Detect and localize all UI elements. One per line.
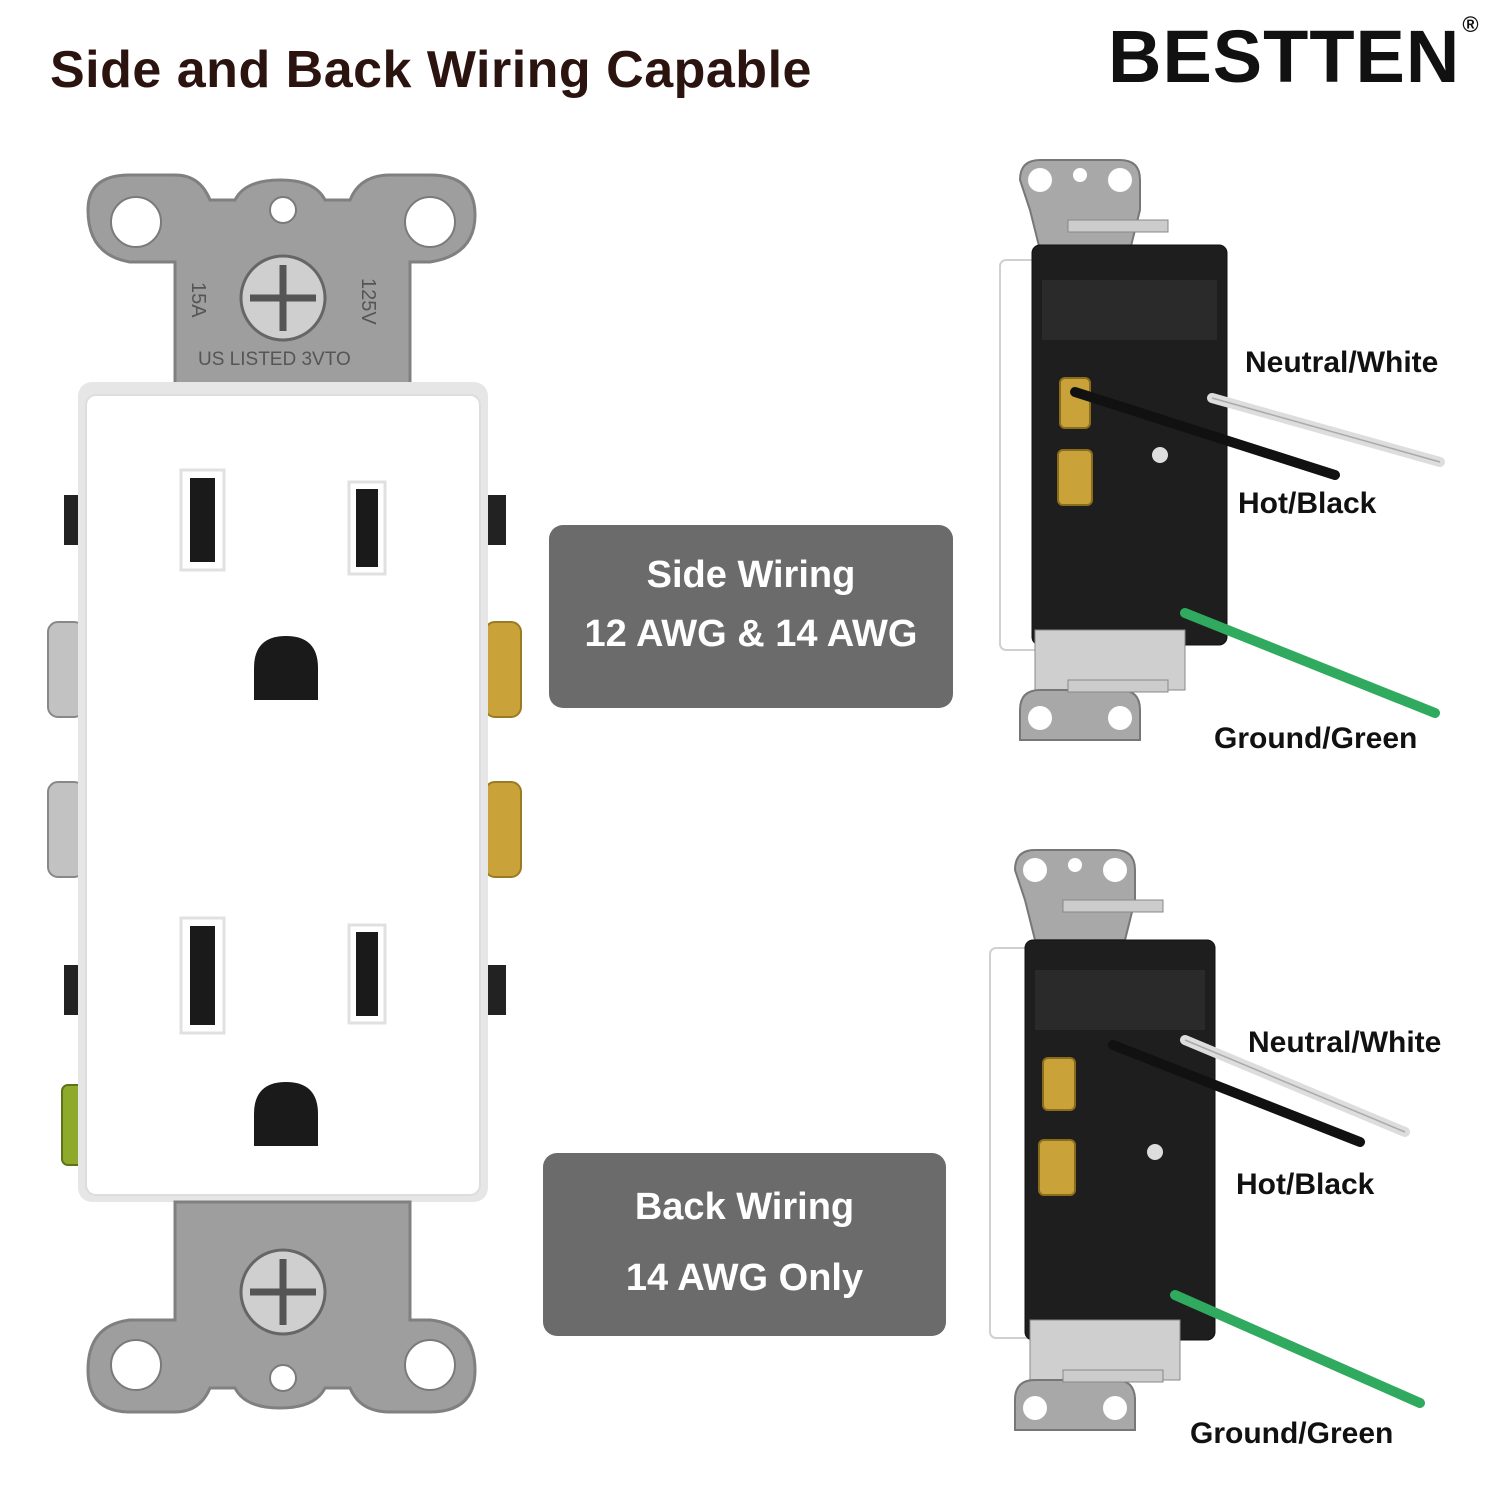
page-title: Side and Back Wiring Capable [50,41,812,99]
side-wiring-label: Side Wiring 12 AWG & 14 AWG [549,525,953,708]
registered-mark: ® [1462,12,1480,37]
brass-screw-icon [1042,1057,1076,1111]
top-mounting-strap [86,173,477,392]
mounting-screw [1062,899,1164,913]
back-neutral-wire-label: Neutral/White [1248,1026,1442,1059]
outlet-face [85,394,481,1196]
outlet-front-illustration: 15A 125V US LISTED 3VTO [47,173,522,1414]
hot-wire [1108,1040,1365,1147]
brass-screw-icon [1038,1139,1076,1196]
mounting-screw [1067,679,1169,693]
brand-name: BESTTEN [1108,15,1461,98]
bottom-mounting-strap [86,1200,477,1414]
side-wiring-gauge: 12 AWG & 14 AWG [584,613,918,656]
ground-wire [1170,1290,1425,1408]
ground-hole [254,636,318,700]
ground-hole [254,1082,318,1146]
side-hot-wire-label: Hot/Black [1238,487,1377,520]
hot-wire [1070,387,1340,480]
side-wired-outlet-illustration [999,159,1445,741]
brass-screw-icon [1057,449,1093,506]
side-neutral-wire-label: Neutral/White [1245,346,1439,379]
hot-slot [356,932,378,1016]
brass-screw-icon [1059,377,1091,429]
strap-mark-volts: 125V [357,278,379,325]
hot-slot [356,489,378,567]
mounting-screw [1067,219,1169,233]
right-terminal-screw-lower [484,781,522,878]
neutral-slot [190,478,215,562]
back-wiring-title: Back Wiring [634,1186,855,1228]
back-ground-wire-label: Ground/Green [1190,1417,1394,1450]
neutral-slot [190,926,215,1025]
brand-logo: BESTTEN® [1108,14,1480,94]
side-ground-wire-label: Ground/Green [1214,722,1418,755]
back-wiring-label: Back Wiring 14 AWG Only [543,1153,946,1336]
side-wiring-title: Side Wiring [646,554,856,596]
mounting-screw [1062,1369,1164,1383]
strap-mark-listing: US LISTED 3VTO [198,349,351,370]
back-wiring-gauge: 14 AWG Only [625,1257,864,1300]
back-wired-outlet-illustration [989,849,1425,1431]
right-terminal-screw-upper [484,621,522,718]
ground-wire [1180,608,1440,718]
back-hot-wire-label: Hot/Black [1236,1168,1375,1201]
strap-mark-amps: 15A [187,282,209,318]
